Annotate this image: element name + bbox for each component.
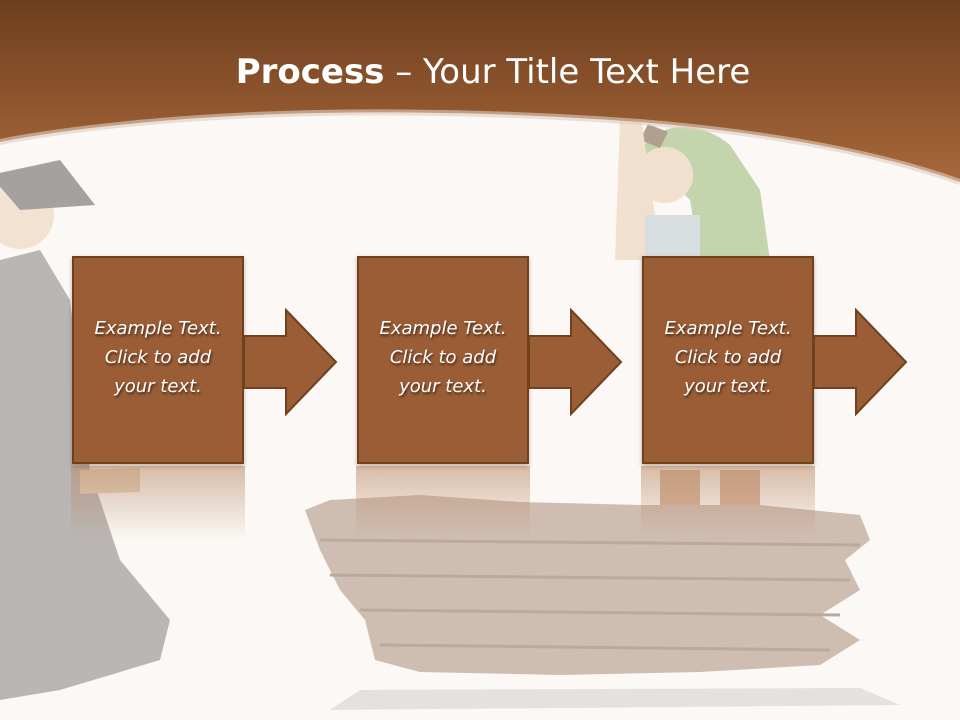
step-3-box[interactable]: Example Text. Click to add your text. <box>642 256 814 464</box>
slide-title[interactable]: Process – Your Title Text Here <box>0 52 960 92</box>
step-1-reflection <box>71 466 245 540</box>
step-3-reflection <box>641 466 815 540</box>
title-rest: – Your Title Text Here <box>384 52 751 92</box>
step-1-text: Example Text. Click to add your text. <box>94 318 222 397</box>
step-1-box[interactable]: Example Text. Click to add your text. <box>72 256 244 464</box>
step-1-arrow-icon <box>244 308 338 416</box>
nest-illustration <box>305 495 900 710</box>
step-2-text: Example Text. Click to add your text. <box>379 318 507 397</box>
header-band <box>0 0 960 182</box>
step-2-reflection <box>356 466 530 540</box>
step-2-arrow-icon <box>529 308 623 416</box>
step-3-text: Example Text. Click to add your text. <box>664 318 792 397</box>
step-2-box[interactable]: Example Text. Click to add your text. <box>357 256 529 464</box>
title-bold: Process <box>235 52 385 92</box>
students-illustration <box>615 110 770 505</box>
step-3-arrow-icon <box>814 308 908 416</box>
